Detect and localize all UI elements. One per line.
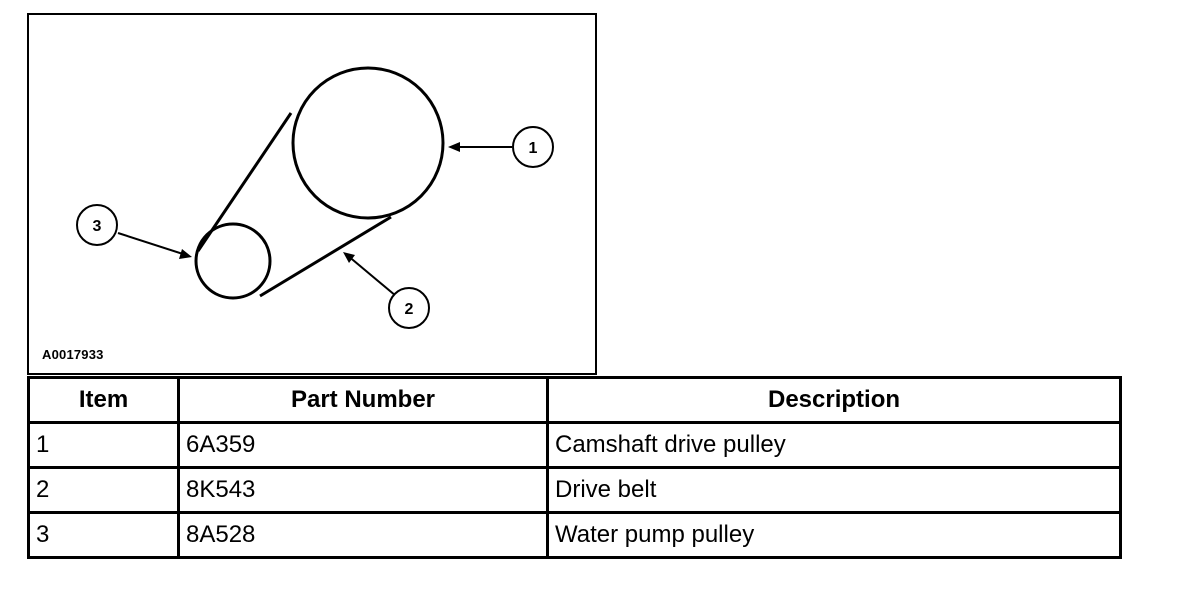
belt-routing-diagram: 1 2 3 [76, 66, 554, 329]
callout-3-circle [76, 204, 118, 246]
figure-id: A0017933 [42, 347, 104, 362]
table-header-row: Item Part Number Description [27, 376, 1122, 424]
table-row: 1 6A359 Camshaft drive pulley [27, 421, 1122, 469]
callout-3-label: 3 [93, 218, 102, 235]
callout-1-circle [512, 126, 554, 168]
callout-1-label: 1 [529, 140, 538, 157]
header-item: Item [27, 376, 180, 424]
callout-2-leader [346, 254, 397, 297]
diagram-figure: 1 2 3 A0017933 [27, 13, 597, 375]
camshaft-pulley [291, 66, 445, 220]
water-pump-pulley [194, 222, 272, 300]
drive-belt-lower-run [259, 215, 392, 298]
callout-3-arrowhead [179, 249, 192, 259]
cell-description: Camshaft drive pulley [546, 421, 1122, 469]
header-description: Description [546, 376, 1122, 424]
cell-part-number: 8A528 [177, 511, 549, 559]
callout-2-arrowhead [343, 252, 355, 263]
cell-part-number: 6A359 [177, 421, 549, 469]
callout-2-label: 2 [405, 301, 414, 318]
table-row: 3 8A528 Water pump pulley [27, 511, 1122, 559]
callout-1-arrowhead [448, 142, 460, 152]
parts-table: Item Part Number Description 1 6A359 Cam… [27, 376, 1122, 559]
cell-item: 3 [27, 511, 180, 559]
cell-item: 1 [27, 421, 180, 469]
callout-3-leader [117, 232, 187, 256]
cell-description: Water pump pulley [546, 511, 1122, 559]
header-part-number: Part Number [177, 376, 549, 424]
table-row: 2 8K543 Drive belt [27, 466, 1122, 514]
cell-description: Drive belt [546, 466, 1122, 514]
cell-part-number: 8K543 [177, 466, 549, 514]
callout-2-circle [388, 287, 430, 329]
drive-belt-upper-run [196, 112, 293, 252]
cell-item: 2 [27, 466, 180, 514]
